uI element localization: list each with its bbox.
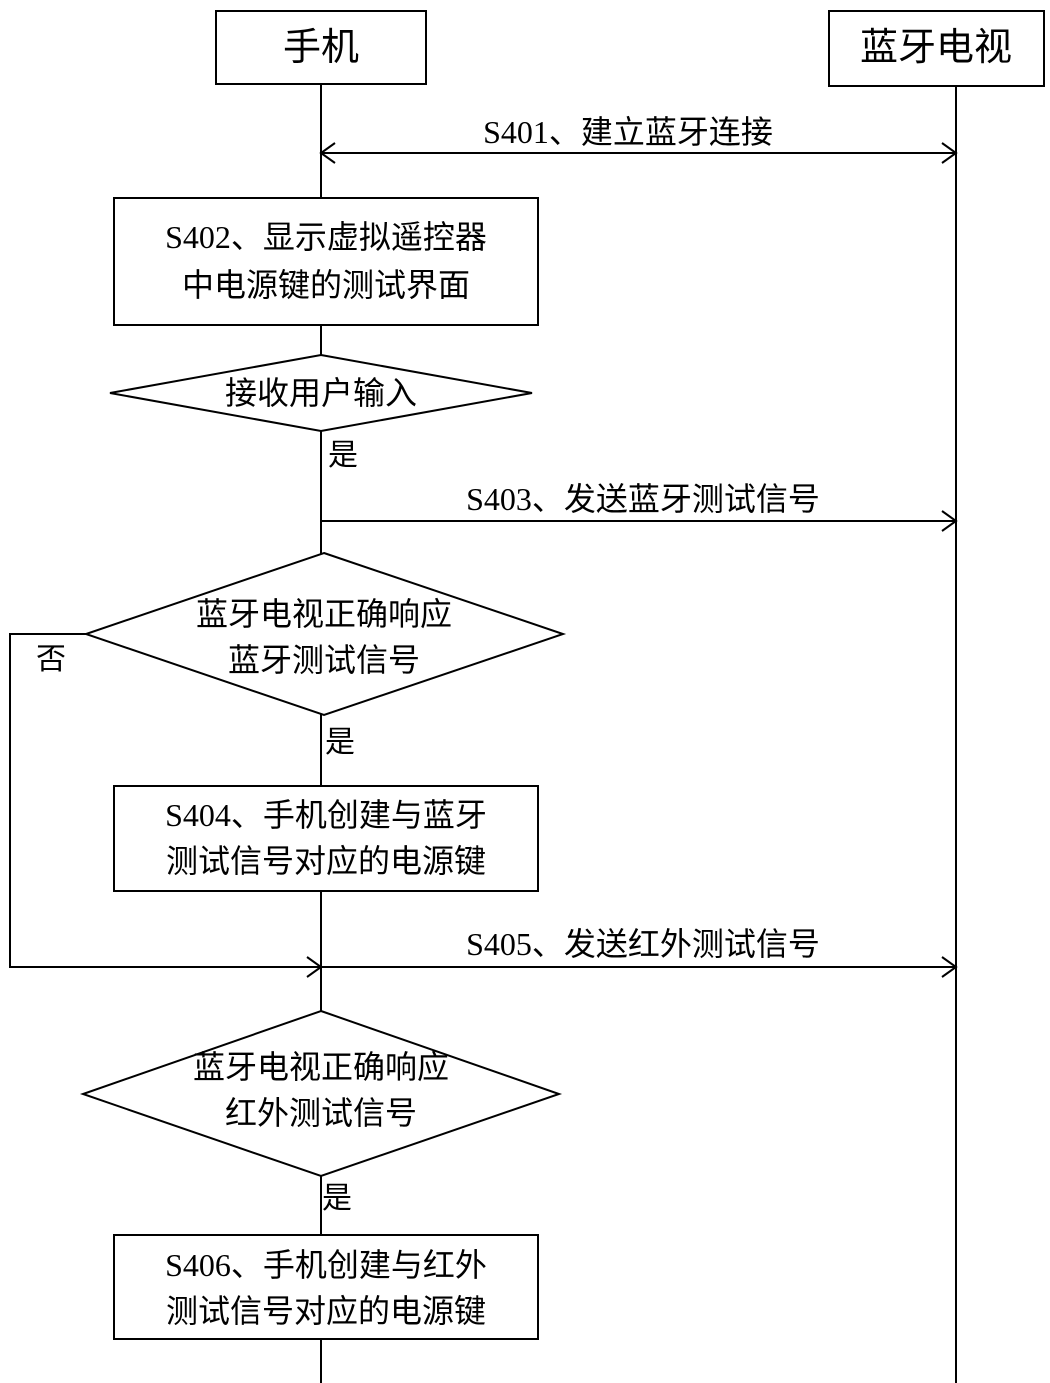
step-s402: S402、显示虚拟遥控器 中电源键的测试界面	[113, 197, 539, 326]
step-s406: S406、手机创建与红外 测试信号对应的电源键	[113, 1234, 539, 1340]
step-s406-line-2: 测试信号对应的电源键	[166, 1293, 486, 1329]
branch-yes-label-3: 是	[322, 1182, 352, 1215]
step-s404-line-1: S404、手机创建与蓝牙	[165, 797, 487, 833]
step-s406-line-1: S406、手机创建与红外	[165, 1247, 487, 1283]
branch-yes-label-1: 是	[328, 439, 358, 472]
decision-bt-response-line-1: 蓝牙电视正确响应	[196, 596, 452, 632]
arrowhead-right-icon	[941, 956, 958, 978]
participant-phone: 手机	[215, 10, 427, 85]
message-s405: S405、发送红外测试信号	[321, 926, 958, 978]
step-s404-line-2: 测试信号对应的电源键	[166, 843, 486, 879]
participant-tv-label: 蓝牙电视	[860, 27, 1012, 69]
decision-ir-response-line-1: 蓝牙电视正确响应	[193, 1049, 449, 1085]
decision-user-input: 接收用户输入	[109, 353, 533, 433]
message-s401: S401、建立蓝牙连接	[319, 114, 958, 164]
decision-bt-response-line-2: 蓝牙测试信号	[228, 642, 420, 678]
message-s405-label: S405、发送红外测试信号	[466, 926, 820, 962]
decision-ir-response-line-2: 红外测试信号	[225, 1095, 417, 1131]
arrowhead-right-icon	[941, 142, 958, 164]
decision-user-input-label: 接收用户输入	[225, 375, 417, 411]
no-branch-path	[9, 633, 321, 968]
step-s404: S404、手机创建与蓝牙 测试信号对应的电源键	[113, 785, 539, 892]
step-s402-line-2: 中电源键的测试界面	[182, 267, 470, 303]
participant-tv: 蓝牙电视	[828, 10, 1045, 87]
participant-phone-label: 手机	[283, 27, 359, 69]
message-s401-label: S401、建立蓝牙连接	[483, 114, 773, 150]
branch-yes-label-2: 是	[325, 726, 355, 759]
step-s402-line-1: S402、显示虚拟遥控器	[165, 219, 487, 255]
message-s403: S403、发送蓝牙测试信号	[321, 481, 958, 532]
decision-ir-response: 蓝牙电视正确响应 红外测试信号	[79, 1009, 563, 1178]
message-s403-label: S403、发送蓝牙测试信号	[466, 481, 820, 517]
branch-no-label: 否	[36, 643, 66, 676]
arrowhead-right-icon	[941, 510, 958, 532]
decision-bt-response: 蓝牙电视正确响应 蓝牙测试信号	[82, 551, 567, 717]
arrowhead-left-icon	[319, 142, 336, 164]
